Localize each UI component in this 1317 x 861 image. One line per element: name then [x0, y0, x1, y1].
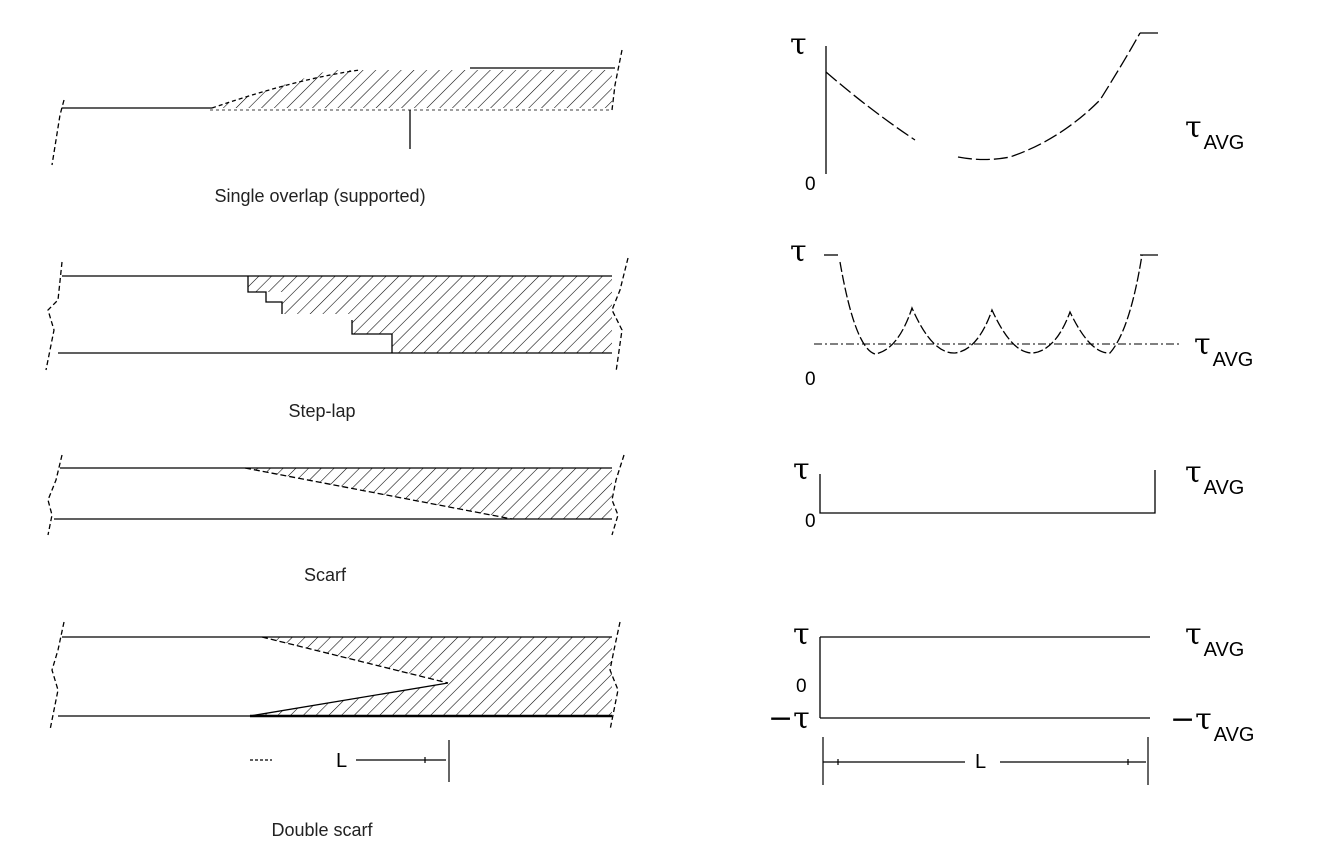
row4-neg-tau-label: −τ [768, 701, 810, 736]
row3-tau-label: τ [793, 452, 810, 487]
tau-symbol: τ [1185, 455, 1202, 490]
step-lap-stress-curve [839, 254, 1143, 355]
row4-zero-label: 0 [796, 676, 807, 697]
row2-zero-label: 0 [805, 369, 816, 390]
double-scarf-upper-adherend [262, 637, 612, 716]
caption-single-overlap: Single overlap (supported) [214, 186, 426, 206]
step-lap-stress-plot [814, 254, 1180, 355]
caption-double-scarf: Double scarf [271, 820, 373, 840]
tau-symbol: τ [1185, 110, 1202, 145]
step-lap-joint-sketch [45, 257, 629, 373]
avg-subscript: AVG [1213, 724, 1255, 746]
single-overlap-joint-sketch [51, 49, 623, 166]
step-lap-adherend [248, 276, 612, 353]
caption-step-lap: Step-lap [288, 401, 356, 421]
scarf-stress-plot [819, 470, 1156, 514]
row2-tau-label: τ [790, 234, 807, 269]
double-scarf-joint-sketch [49, 621, 621, 731]
joint-length-label: L [336, 750, 348, 772]
stress-plot-length-dimension [822, 737, 1149, 785]
avg-subscript: AVG [1203, 639, 1245, 661]
single-overlap-adherend [212, 70, 612, 108]
caption-scarf: Scarf [303, 565, 347, 585]
double-scarf-length-dimension [250, 740, 450, 782]
avg-subscript: AVG [1212, 349, 1254, 371]
scarf-stress-line [819, 470, 1156, 514]
double-scarf-stress-plot [819, 636, 1150, 719]
row1-zero-label: 0 [805, 174, 816, 195]
scarf-adherend [245, 468, 612, 519]
avg-subscript: AVG [1203, 477, 1245, 499]
row4-tau-label: τ [793, 617, 810, 652]
tau-symbol: τ [1185, 617, 1202, 652]
tau-symbol: τ [1194, 327, 1211, 362]
single-overlap-stress-plot [825, 32, 1158, 174]
plot-length-label: L [975, 751, 987, 773]
row1-tau-label: τ [790, 27, 807, 62]
scarf-joint-sketch [47, 454, 625, 536]
neg-tau-symbol: −τ [1170, 702, 1212, 737]
single-overlap-stress-curve [825, 71, 916, 141]
avg-subscript: AVG [1203, 132, 1245, 154]
row3-zero-label: 0 [805, 511, 816, 532]
